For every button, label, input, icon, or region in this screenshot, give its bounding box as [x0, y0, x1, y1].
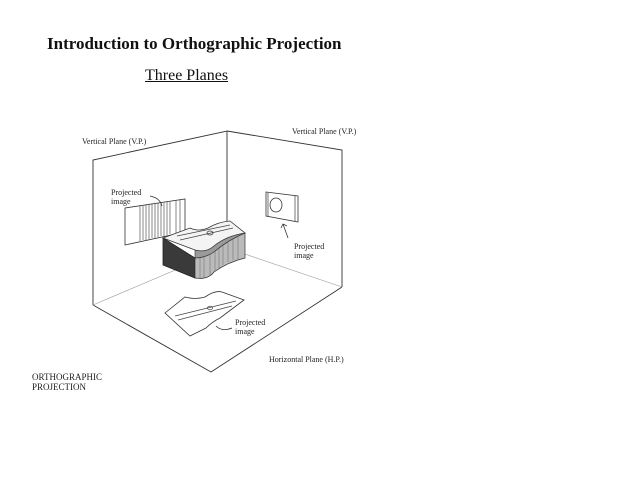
- diagram-caption: ORTHOGRAPHIC PROJECTION: [32, 372, 102, 392]
- projected-image-bottom-label: Projected image: [235, 318, 266, 336]
- planes-box: [92, 130, 343, 373]
- projected-image-right-label: Projected image: [294, 242, 325, 260]
- left-projected-image: [124, 195, 186, 246]
- right-projected-image: [265, 191, 299, 239]
- vertical-plane-left-label: Vertical Plane (V.P.): [82, 137, 147, 146]
- horizontal-plane-label: Horizontal Plane (H.P.): [269, 355, 344, 364]
- sharpener-object: [161, 220, 246, 279]
- page-subtitle: Three Planes: [145, 67, 229, 84]
- vertical-plane-right-label: Vertical Plane (V.P.): [292, 127, 357, 136]
- page-title: Introduction to Orthographic Projection: [47, 34, 342, 53]
- projected-image-left-label: Projected image: [111, 188, 142, 206]
- bottom-projected-image: [164, 291, 245, 337]
